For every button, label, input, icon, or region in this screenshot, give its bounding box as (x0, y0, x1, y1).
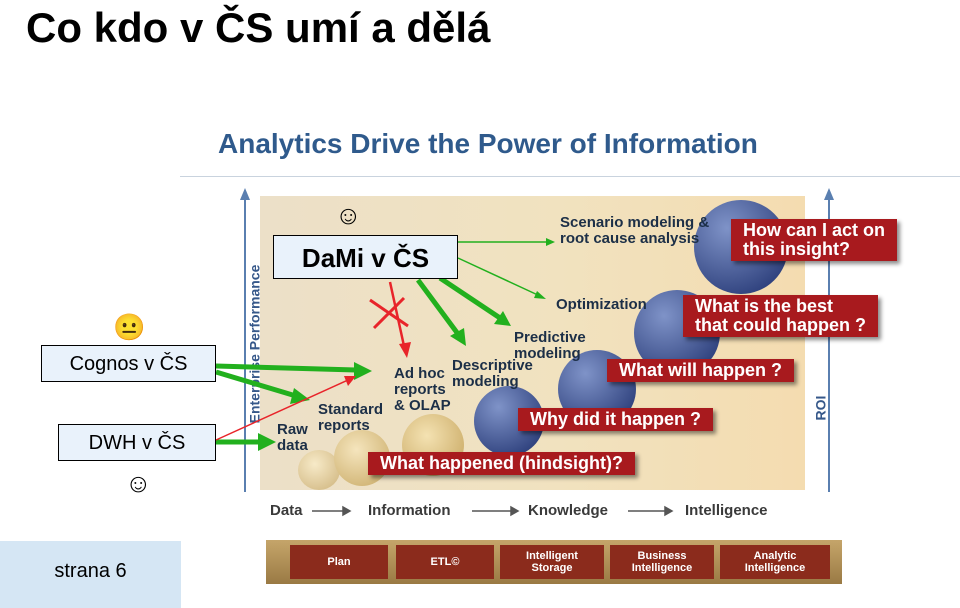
question-what-will: What will happen ? (607, 359, 794, 382)
progress-knowledge: Knowledge (528, 502, 609, 519)
progress-information: Information (368, 502, 451, 519)
band-analytic-label: Analytic Intelligence (744, 550, 806, 574)
dami-smiley-icon: ☺ (335, 200, 362, 230)
dami-box: DaMi v ČS (273, 235, 458, 279)
sphere-raw (298, 450, 340, 490)
title-divider (180, 176, 960, 177)
stage-raw-data: Raw data (277, 421, 308, 454)
stage-scenario: Scenario modeling & root cause analysis (560, 214, 710, 247)
band-analytic: Analytic Intelligence (720, 545, 830, 579)
dwh-smiley-icon: ☺ (125, 468, 152, 498)
footer-panel (0, 541, 181, 608)
progress-intelligence: Intelligence (685, 502, 768, 519)
band-storage-label: Intelligent Storage (526, 550, 578, 574)
cognos-neutral-face-icon: 😐 (113, 312, 146, 342)
stage-standard-reports: Standard reports (318, 401, 384, 434)
cognos-box: Cognos v ČS (41, 345, 216, 382)
band-etl-label: ETL© (430, 556, 460, 568)
band-plan: Plan (290, 545, 388, 579)
stage-descriptive: Descriptive modeling (452, 357, 533, 390)
progression-arrows (312, 505, 674, 517)
band-business: Business Intelligence (610, 545, 714, 579)
band-plan-label: Plan (327, 556, 351, 568)
question-what-happened: What happened (hindsight)? (368, 452, 635, 475)
question-act: How can I act on this insight? (731, 219, 898, 261)
band-etl: ETL© (396, 545, 494, 579)
band-storage: Intelligent Storage (500, 545, 604, 579)
slide-title: Co kdo v ČS umí a dělá (26, 4, 491, 51)
page-number: strana 6 (54, 560, 127, 582)
stage-optimization: Optimization (556, 296, 647, 313)
stage-adhoc-olap: Ad hoc reports & OLAP (394, 365, 451, 414)
band-business-label: Business Intelligence (631, 550, 693, 574)
dwh-box: DWH v ČS (58, 424, 216, 461)
question-why: Why did it happen ? (518, 408, 713, 431)
progress-data: Data (270, 502, 303, 519)
diagram-title: Analytics Drive the Power of Information (218, 128, 758, 159)
stage-predictive: Predictive modeling (514, 329, 586, 362)
question-best: What is the best that could happen ? (683, 295, 878, 337)
